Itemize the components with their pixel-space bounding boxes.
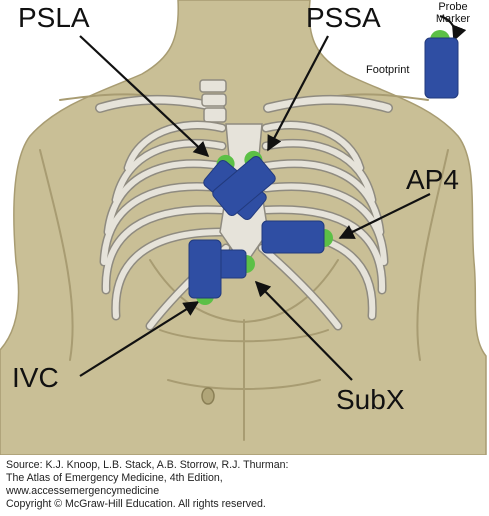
vertebrae [199,79,227,123]
probe-ivc [188,239,222,305]
chest-diagram [0,0,487,455]
label-arrows [79,14,467,381]
label-probe-marker: Probe Marker [428,1,478,25]
source-line-3: www.accessemergencymedicine [6,485,160,497]
probe-legend [424,30,459,99]
probe-pssa [212,150,276,216]
label-subx: SubX [336,384,405,415]
source-line-4: Copyright © McGraw-Hill Education. All r… [6,498,266,510]
source-line-1: Source: K.J. Knoop, L.B. Stack, A.B. Sto… [6,459,289,471]
label-probe-marker-line1: Probe [438,1,468,13]
label-footprint: Footprint [366,64,410,76]
source-line-2: The Atlas of Emergency Medicine, 4th Edi… [6,472,223,484]
label-psla: PSLA [18,2,90,33]
probe-ap4 [261,220,333,254]
label-pssa: PSSA [306,2,381,33]
label-probe-marker-line2: Marker [435,13,471,25]
navel [201,387,215,405]
label-ivc: IVC [12,362,59,393]
source-citation: Source: K.J. Knoop, L.B. Stack, A.B. Sto… [6,459,484,511]
label-ap4: AP4 [406,164,459,195]
